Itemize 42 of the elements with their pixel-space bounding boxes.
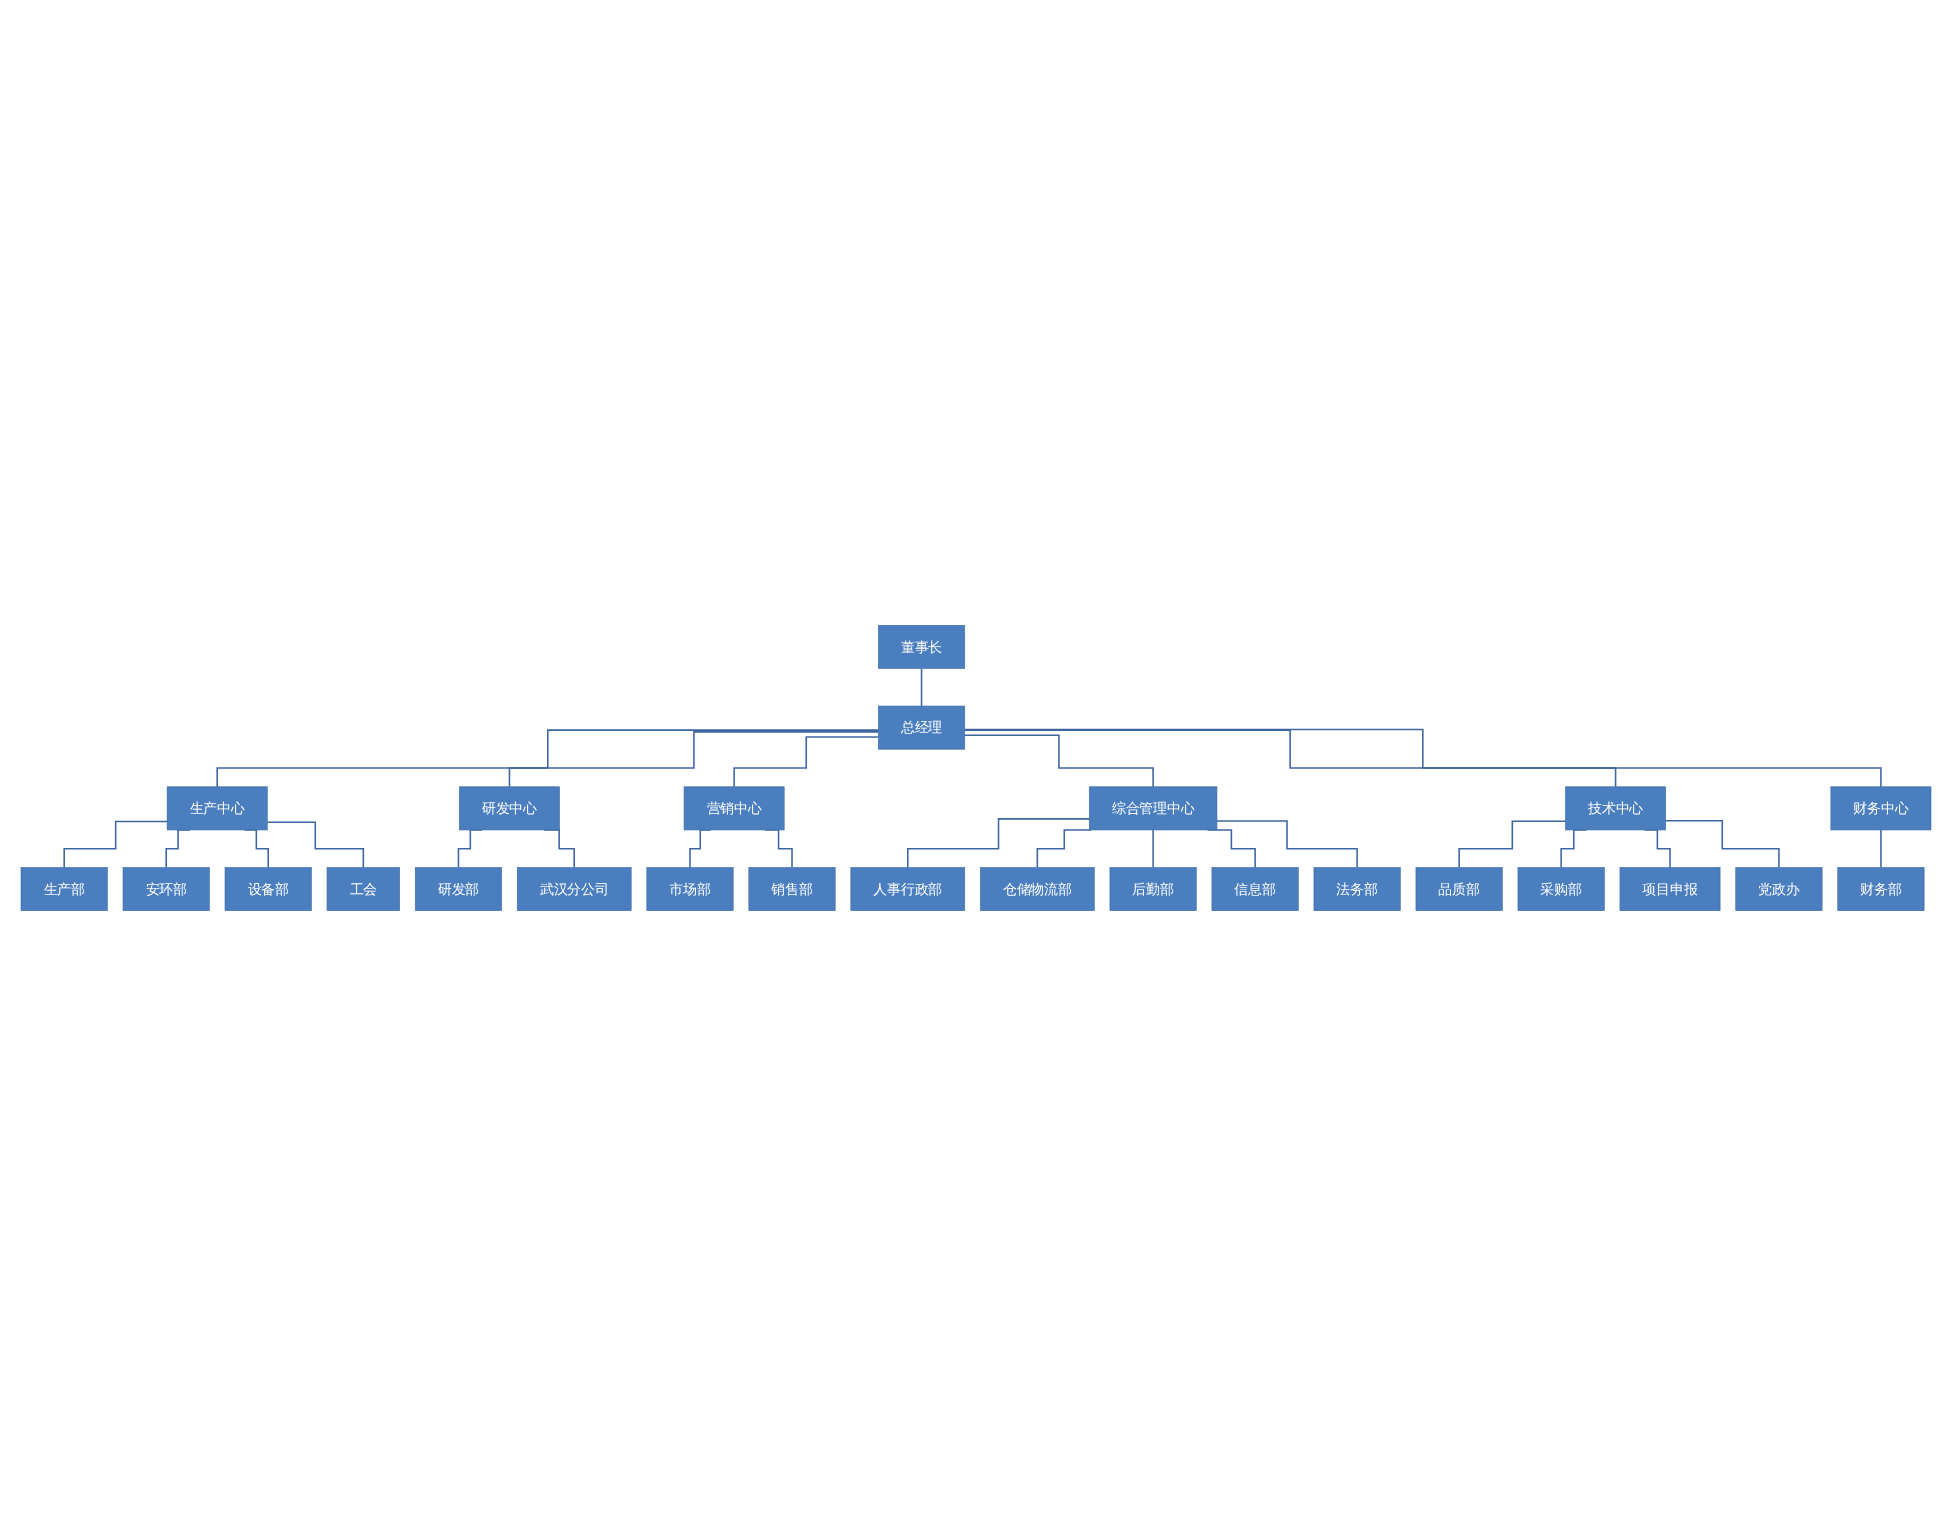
connector <box>1036 828 1092 868</box>
node-box: 工会 <box>326 866 400 911</box>
connector <box>508 730 880 788</box>
node-box: 营销中心 <box>683 785 785 830</box>
node-box: 销售部 <box>748 866 836 911</box>
node-box: 研发中心 <box>459 785 560 830</box>
connector <box>1216 819 1358 868</box>
connector <box>1880 828 1882 868</box>
node-box: 生产部 <box>20 866 108 911</box>
node-box: 安环部 <box>122 866 210 911</box>
node-box: 项目申报 <box>1619 866 1721 911</box>
node-box: 人事行政部 <box>850 866 966 911</box>
node-box: 市场部 <box>646 866 734 911</box>
connector <box>920 667 923 707</box>
node-box: 综合管理中心 <box>1088 785 1218 830</box>
connector <box>733 735 880 788</box>
node-box: 研发部 <box>414 866 502 911</box>
node-box: 信息部 <box>1211 866 1299 911</box>
node-box: 采购部 <box>1517 866 1605 911</box>
node-box: 生产中心 <box>166 785 268 830</box>
node-box: 财务中心 <box>1830 785 1932 830</box>
node-box: 品质部 <box>1415 866 1503 911</box>
node-box: 党政办 <box>1735 866 1823 911</box>
connector <box>63 820 168 868</box>
connector <box>963 728 1617 788</box>
connector <box>1152 828 1154 868</box>
node-box: 董事长 <box>878 624 966 669</box>
node-box: 后勤部 <box>1109 866 1197 911</box>
connector <box>963 733 1154 788</box>
node-box: 总经理 <box>878 705 966 750</box>
connector <box>907 817 1091 868</box>
node-box: 法务部 <box>1313 866 1401 911</box>
node-box: 仓储物流部 <box>980 866 1095 911</box>
connector <box>963 728 1882 788</box>
node-box: 财务部 <box>1837 866 1925 911</box>
node-box: 技术中心 <box>1565 785 1666 830</box>
connector <box>1664 819 1780 868</box>
connector <box>1458 820 1567 868</box>
connector <box>216 728 880 788</box>
node-box: 武汉分公司 <box>516 866 632 911</box>
connector <box>266 820 365 868</box>
node-box: 设备部 <box>224 866 312 911</box>
